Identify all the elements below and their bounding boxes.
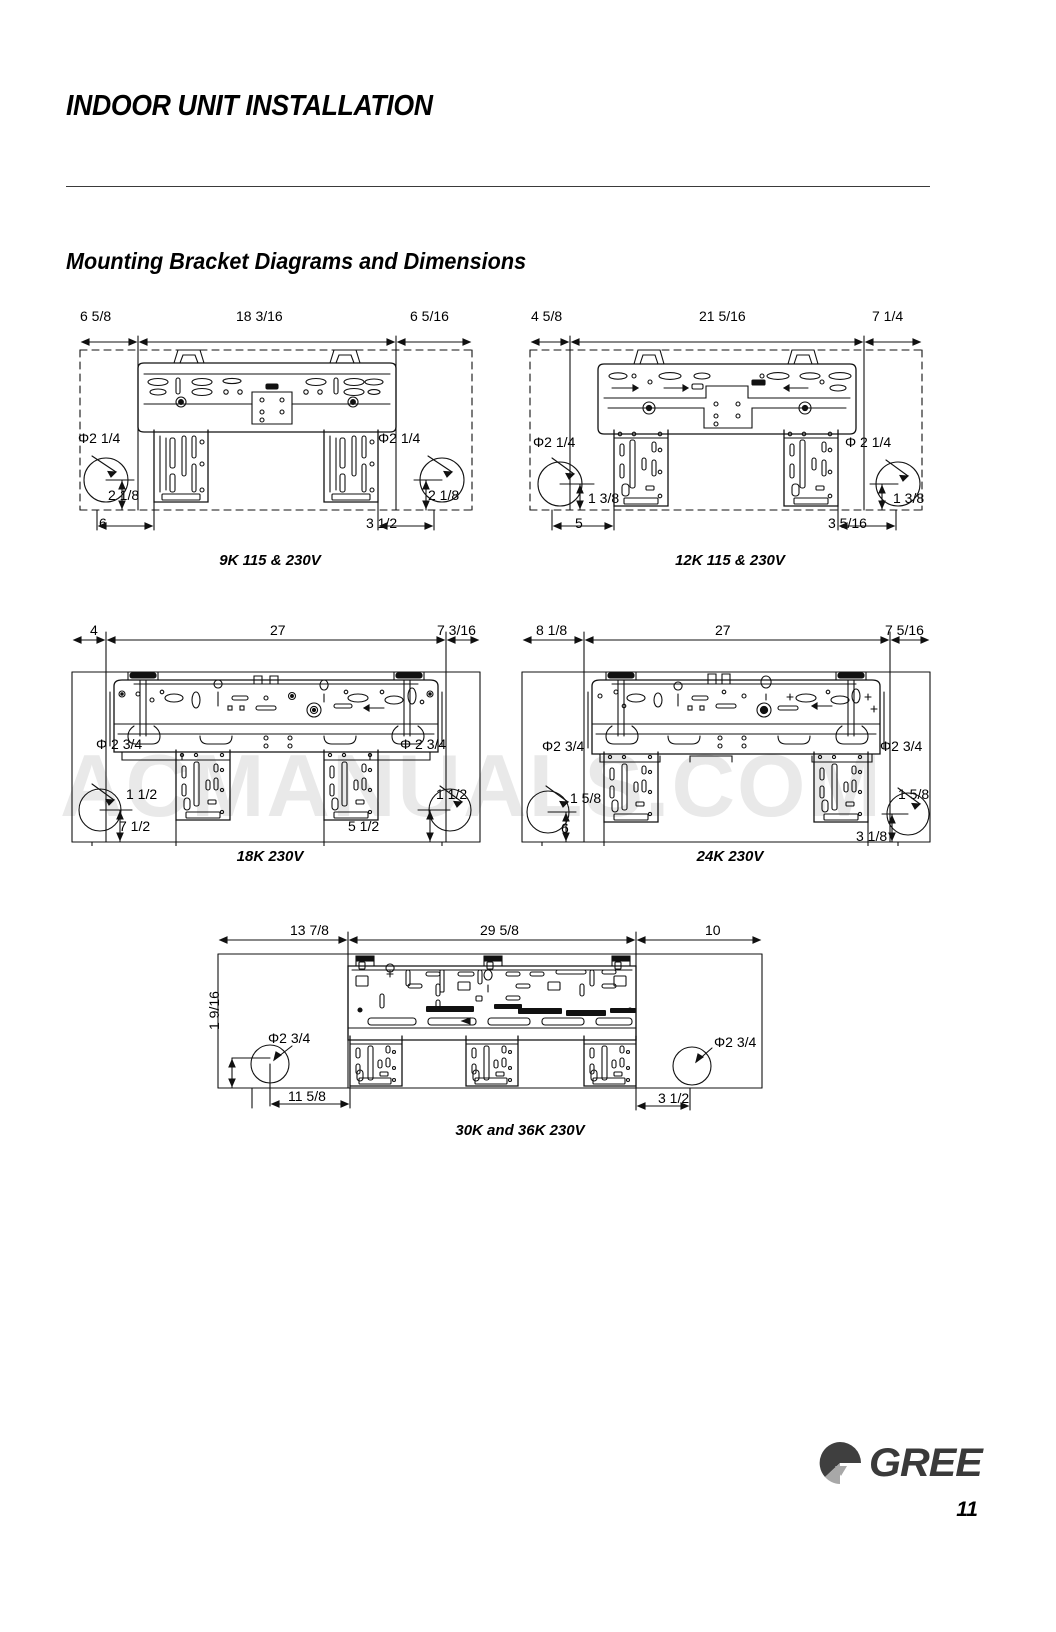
dim-18k-drop-left: 1 1/2: [126, 786, 158, 802]
figure-18k: [66, 614, 486, 846]
figure-30k36k: [200, 918, 780, 1118]
dim-9k-drop-right: 2 1/8: [428, 487, 460, 503]
dim-30k-hole-dia-left: Φ2 3/4: [268, 1030, 311, 1046]
dim-12k-right-offset: 7 1/4: [872, 308, 904, 324]
dim-12k-inner-left: 5: [575, 515, 583, 531]
dim-9k-hole-dia-right: Φ2 1/4: [378, 430, 421, 446]
dim-24k-drop-left: 1 5/8: [570, 790, 602, 806]
dim-30k-inner-left: 11 5/8: [288, 1088, 326, 1104]
section-title: Mounting Bracket Diagrams and Dimensions: [66, 248, 527, 274]
dim-9k-hole-dia-left: Φ2 1/4: [78, 430, 121, 446]
dim-9k-drop-left: 2 1/8: [108, 487, 140, 503]
figure-12k: [516, 312, 936, 544]
dim-9k-inner-left: 6: [99, 515, 107, 531]
figure-9k: [66, 312, 486, 544]
dim-30k-bracket-width: 29 5/8: [480, 922, 519, 938]
figure-caption-24k: 24K 230V: [696, 848, 764, 865]
dim-12k-hole-dia-left: Φ2 1/4: [533, 434, 576, 450]
dim-24k-left-offset: 8 1/8: [536, 622, 568, 638]
gree-wordmark: GREE: [868, 1440, 983, 1485]
dim-12k-bracket-width: 21 5/16: [699, 308, 746, 324]
figure-caption-18k: 18K 230V: [236, 848, 304, 865]
figure-caption-12k: 12K 115 & 230V: [675, 552, 785, 569]
dim-18k-inner-right: 5 1/2: [348, 818, 380, 834]
dim-18k-hole-dia-left: Φ 2 3/4: [96, 736, 143, 752]
dim-30k-right-offset: 10: [705, 922, 721, 938]
dim-24k-hole-dia-left: Φ2 3/4: [542, 738, 585, 754]
header-divider: [66, 186, 930, 187]
gree-logo: GREE: [817, 1440, 982, 1486]
dim-30k-left-offset: 13 7/8: [290, 922, 329, 938]
dim-30k-inner-right: 3 1/2: [658, 1090, 690, 1106]
dim-18k-right-offset: 7 3/16: [437, 622, 476, 638]
figure-caption-9k: 9K 115 & 230V: [219, 552, 321, 569]
dim-24k-right-offset: 7 5/16: [885, 622, 924, 638]
dim-12k-left-offset: 4 5/8: [531, 308, 563, 324]
figure-24k: [516, 614, 936, 846]
gree-mark-icon: [819, 1442, 861, 1484]
page-title: INDOOR UNIT INSTALLATION: [66, 90, 433, 122]
dim-18k-left-offset: 4: [90, 622, 98, 638]
dim-9k-left-offset: 6 5/8: [80, 308, 112, 324]
dim-18k-bracket-width: 27: [270, 622, 286, 638]
dim-24k-bracket-width: 27: [715, 622, 731, 638]
dim-12k-drop-right: 1 3/8: [893, 490, 925, 506]
dim-12k-hole-dia-right: Φ 2 1/4: [845, 434, 892, 450]
dim-12k-drop-left: 1 3/8: [588, 490, 620, 506]
page-number: 11: [956, 1498, 978, 1521]
dim-24k-hole-dia-right: Φ2 3/4: [880, 738, 923, 754]
dim-30k-hole-dia-right: Φ2 3/4: [714, 1034, 757, 1050]
dim-9k-right-offset: 6 5/16: [410, 308, 449, 324]
dim-24k-inner-right: 3 1/8: [856, 828, 888, 844]
dim-18k-inner-left: 7 1/2: [119, 818, 151, 834]
dim-9k-inner-right: 3 1/2: [366, 515, 398, 531]
dim-9k-bracket-width: 18 3/16: [236, 308, 283, 324]
dim-18k-hole-dia-right: Φ 2 3/4: [400, 736, 447, 752]
figure-caption-30k36k: 30K and 36K 230V: [455, 1122, 585, 1139]
dim-24k-inner-left: 6: [561, 820, 569, 836]
